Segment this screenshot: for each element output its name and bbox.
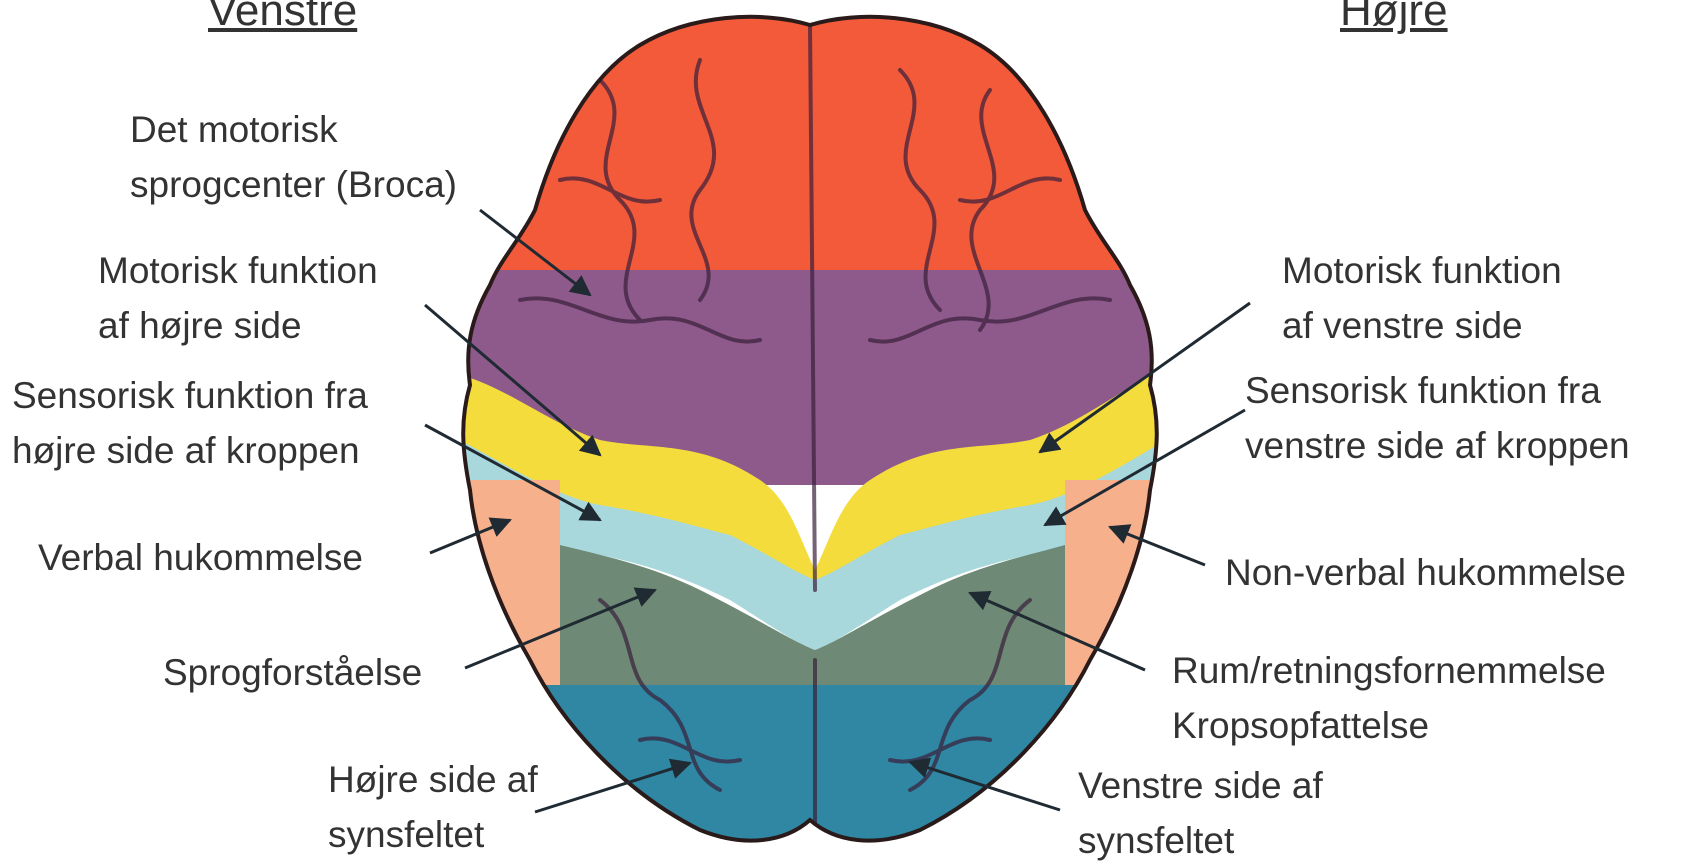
region-frontal <box>440 0 1200 275</box>
label-language-comprehension: Sprogforståelse <box>163 645 422 700</box>
label-nonverbal-memory: Non-verbal hukommelse <box>1225 545 1626 600</box>
heading-right: Højre <box>1340 0 1448 36</box>
label-verbal-memory: Verbal hukommelse <box>38 530 363 585</box>
region-memory-left <box>440 480 560 690</box>
heading-left: Venstre <box>208 0 357 36</box>
